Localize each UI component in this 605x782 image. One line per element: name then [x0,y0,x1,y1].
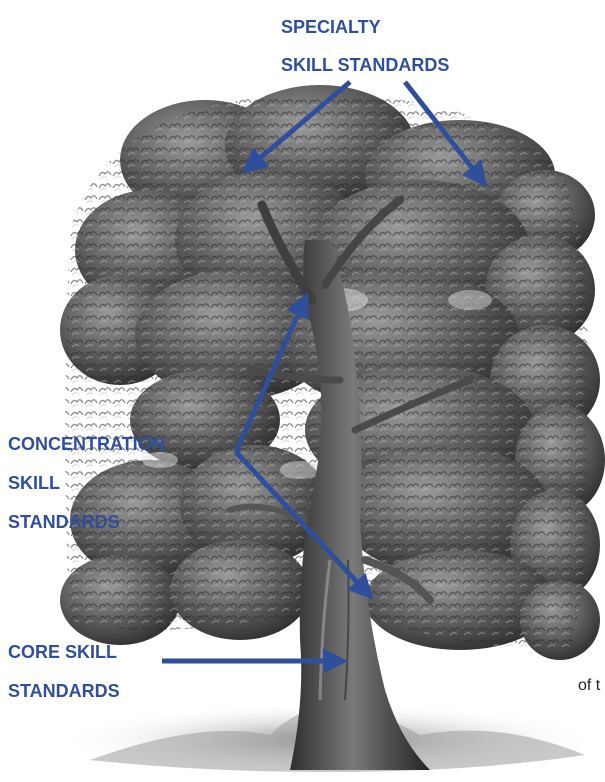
specialty-line-1: SPECIALTY [281,8,449,46]
core-skill-standards-label: CORE SKILL STANDARDS [8,633,120,711]
core-line-1: CORE SKILL [8,633,120,672]
concentration-line-1: CONCENTRATION [8,425,165,464]
cropped-text-fragment: of t [578,677,600,695]
specialty-line-2: SKILL STANDARDS [281,46,449,84]
concentration-line-2: SKILL [8,464,165,503]
core-line-2: STANDARDS [8,672,120,711]
concentration-line-3: STANDARDS [8,503,165,542]
concentration-skill-standards-label: CONCENTRATION SKILL STANDARDS [8,425,165,542]
specialty-skill-standards-label: SPECIALTY SKILL STANDARDS [281,8,449,84]
